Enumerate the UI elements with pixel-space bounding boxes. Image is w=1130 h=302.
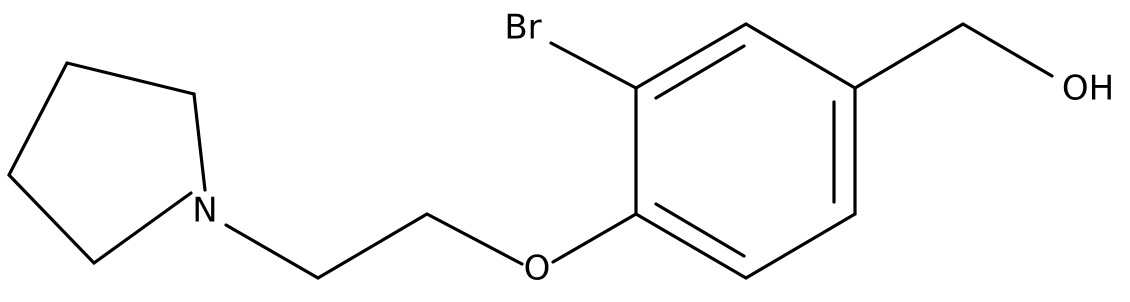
bond-ar-c2-c3 <box>634 22 748 90</box>
pyrrolidine-ring <box>7 61 207 265</box>
bond-ch2-oh <box>961 22 1054 78</box>
atom-label-ether-oxygen: O <box>524 249 551 289</box>
bond-o-aryl <box>551 212 638 264</box>
bond-aryl-ch2 <box>853 22 965 90</box>
benzene-ring <box>634 22 857 280</box>
ethoxy-linker <box>224 212 638 280</box>
bond-ring-c2-c3 <box>7 173 96 265</box>
bond-ring-c5-n <box>192 92 207 192</box>
bond-ar-c3-c4 <box>744 22 857 90</box>
bond-aryl-br <box>549 41 638 90</box>
bond-ar-c6-c1 <box>634 212 748 280</box>
bond-ch2-o <box>425 212 524 266</box>
bond-ring-n-c2 <box>92 191 193 265</box>
bond-ring-c3-c4 <box>7 61 69 177</box>
bond-ar-c5-c6 <box>744 212 857 280</box>
atom-label-nitrogen: N <box>192 191 217 231</box>
bond-ch2-ch2 <box>316 212 429 280</box>
atom-label-bromine: Br <box>504 8 541 48</box>
bond-ar-inner-c2-c3 <box>654 44 746 100</box>
bond-n-ch2 <box>224 223 320 280</box>
substituents <box>549 22 1054 90</box>
atom-label-hydroxyl: OH <box>1062 69 1114 109</box>
bond-ring-c4-c5 <box>65 61 196 96</box>
bond-ar-inner-c6-c1 <box>654 202 746 258</box>
